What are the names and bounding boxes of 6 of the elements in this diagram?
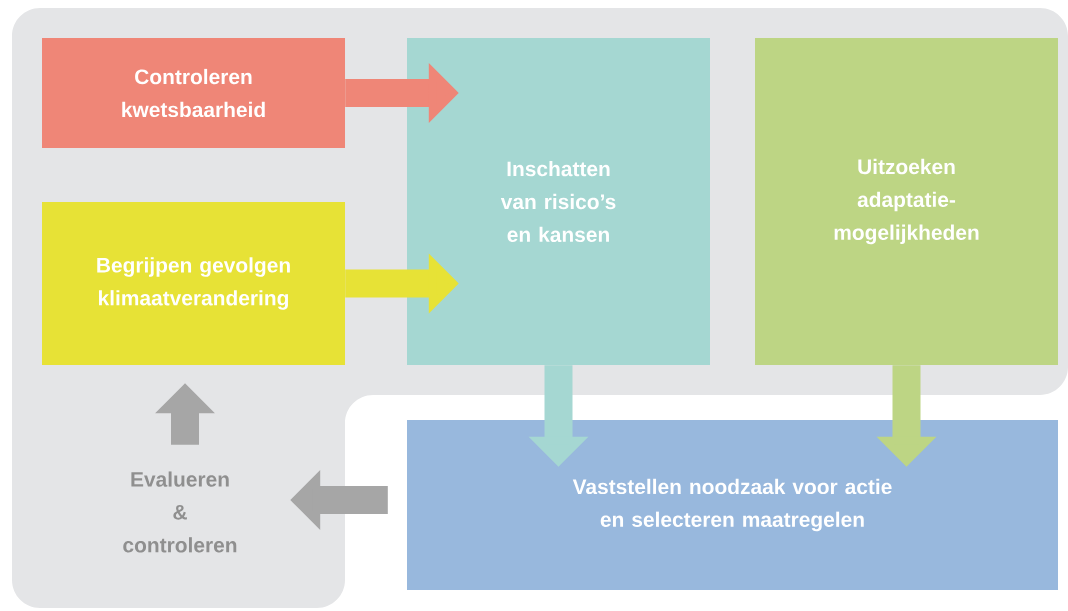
process-box: Inschatten van risico’s en kansen xyxy=(407,38,710,365)
process-box: Vaststellen noodzaak voor actie en selecteren maatregelen xyxy=(407,420,1058,590)
process-box: Uitzoeken adaptatie-mogelijkheden xyxy=(755,38,1058,365)
step-label: Evalueren & controleren xyxy=(123,471,237,553)
process-box: Begrijpen gevolgen klimaatverandering xyxy=(42,202,345,365)
process-box: Controleren kwetsbaarheid xyxy=(42,38,345,148)
